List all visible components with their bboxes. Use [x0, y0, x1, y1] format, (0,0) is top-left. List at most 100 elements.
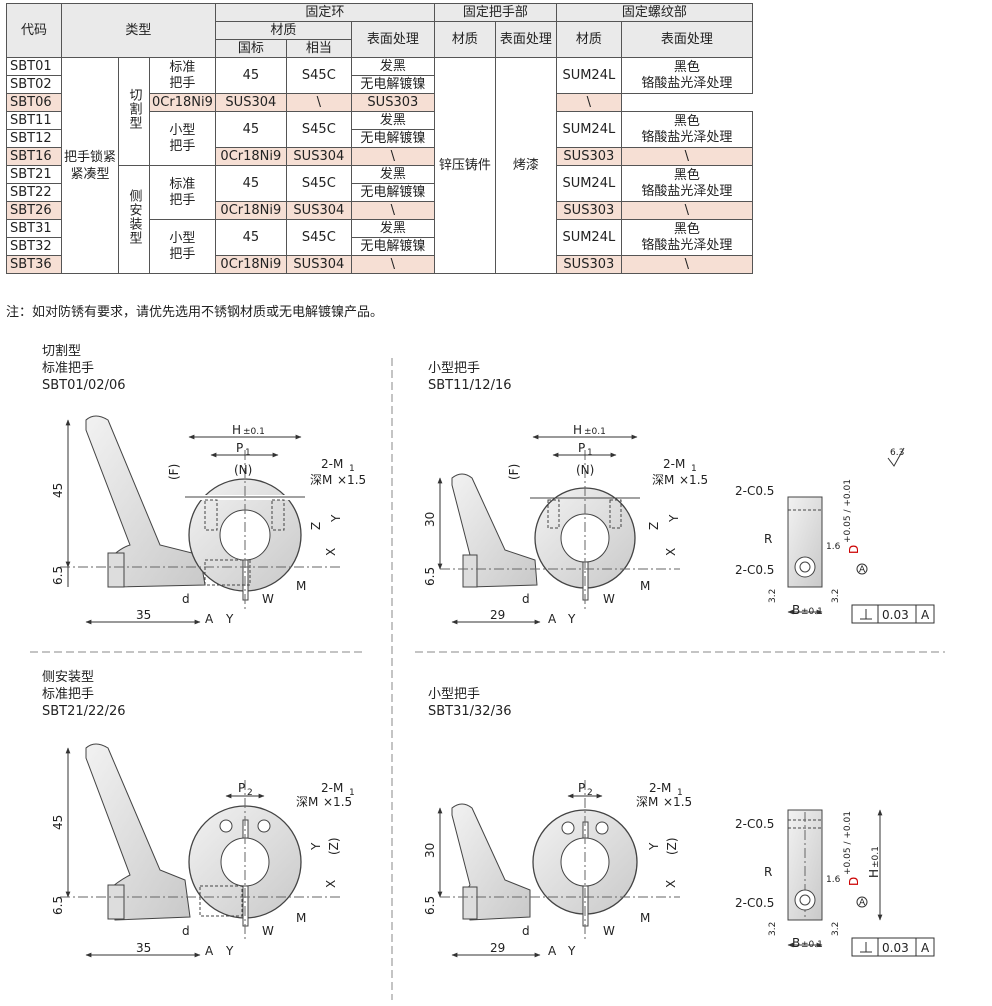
drawing-cut-standard: 45 6.5 35 H ±0.1 P 1 (N) (F) 2-M 1 深M ×1…	[51, 415, 366, 626]
dim-p1-sub: 1	[245, 448, 251, 458]
dim-45: 45	[51, 483, 65, 498]
surf-cell: \	[350, 147, 435, 166]
perpendicularity-datum: A	[921, 941, 930, 955]
dim-depth: 深M	[636, 795, 658, 809]
dim-n: (N)	[576, 463, 594, 477]
surf-cell: 无电解镀镍	[350, 75, 435, 94]
dim-6-5: 6.5	[51, 566, 65, 585]
dim-2m1: 2-M	[321, 457, 343, 471]
col-handle-material: 材质	[433, 21, 496, 58]
col-equiv: 相当	[285, 39, 352, 58]
thr-cell: SUM24L	[555, 57, 622, 94]
side-view-bottom: 2-C0.5 R 2-C0.5 D +0.05 / +0.01 H ±0.1 1…	[735, 809, 935, 957]
col-ring-material: 材质	[214, 21, 352, 40]
dim-y: Y	[567, 612, 576, 626]
dim-p2-sub: 2	[587, 788, 593, 798]
handle-surface: 烤漆	[494, 57, 557, 274]
dim-b: B	[792, 603, 800, 617]
dim-z: (Z)	[665, 837, 679, 855]
small-handle: 小型把手	[149, 219, 216, 274]
dim-p2: P	[578, 781, 585, 795]
dim-p1: P	[236, 441, 243, 455]
thr-cell: SUS303	[350, 93, 435, 112]
gb-cell: 45	[214, 219, 287, 256]
caption-panel-1: 切割型 标准把手 SBT01/02/06	[42, 343, 126, 394]
dim-y: Y	[225, 612, 234, 626]
caption-codes: SBT21/22/26	[42, 704, 126, 719]
dim-depth-tail: ×1.5	[323, 795, 352, 809]
dim-f: (F)	[167, 464, 181, 480]
chamfer-label: 2-C0.5	[735, 563, 774, 577]
handle-material: 锌压铸件	[433, 57, 496, 274]
dim-a: A	[548, 944, 557, 958]
dim-z: (Z)	[327, 837, 341, 855]
dim-p1: P	[578, 441, 585, 455]
dim-d: d	[522, 924, 530, 938]
dim-w: W	[262, 924, 274, 938]
perpendicularity-datum: A	[921, 608, 930, 622]
std-handle: 标准把手	[149, 165, 216, 220]
dim-30: 30	[423, 512, 437, 527]
dim-d: d	[182, 924, 190, 938]
code-cell: SBT26	[6, 201, 62, 220]
dim-a: A	[205, 944, 214, 958]
chamfer-label: 2-C0.5	[735, 484, 774, 498]
caption-codes: SBT11/12/16	[428, 378, 512, 393]
roughness-3-2: 3.2	[768, 922, 778, 936]
perpendicularity-value: 0.03	[882, 941, 909, 955]
dim-2m1-sub: 1	[349, 788, 355, 798]
dim-b: B	[792, 936, 800, 950]
code-cell: SBT31	[6, 219, 62, 238]
dim-6-5: 6.5	[423, 567, 437, 586]
roughness-3-2: 3.2	[768, 589, 778, 603]
eq-cell: SUS304	[285, 255, 352, 274]
dim-f: (F)	[507, 464, 521, 480]
gb-cell: 45	[214, 111, 287, 148]
caption-codes: SBT01/02/06	[42, 378, 126, 393]
drawing-side-standard: 45 6.5 35 P 2 2-M 1 深M ×1.5 Y (Z) X A Y …	[51, 743, 355, 958]
roughness-3-2: 3.2	[831, 589, 841, 603]
dim-h: H	[573, 423, 582, 437]
dim-y: Y	[225, 944, 234, 958]
dim-d-tol: +0.05 / +0.01	[843, 811, 853, 875]
dim-y1: Y	[329, 514, 343, 523]
radius-label: R	[764, 865, 772, 879]
dim-2m1-sub: 1	[677, 788, 683, 798]
eq-cell: S45C	[285, 111, 352, 148]
dim-z1: Z	[309, 522, 323, 530]
dim-depth: 深M	[296, 795, 318, 809]
spec-table: 代码 类型 固定环 固定把手部 固定螺纹部 材质 表面处理 材质 表面处理 材质…	[6, 3, 753, 274]
caption-panel-2: 小型把手 SBT11/12/16	[428, 360, 512, 394]
code-cell: SBT32	[6, 237, 62, 256]
dim-y1: Y	[667, 514, 681, 523]
code-cell: SBT11	[6, 111, 62, 130]
side-view-top: 6.3 2-C0.5 R 2-C0.5 D +0.05 / +0.01 1.6 …	[735, 447, 935, 624]
std-handle: 标准把手	[149, 57, 216, 94]
dim-30: 30	[423, 843, 437, 858]
caption-panel-3: 侧安装型 标准把手 SBT21/22/26	[42, 669, 126, 720]
col-handle: 固定把手部	[433, 3, 557, 22]
roughness-3-2: 3.2	[831, 922, 841, 936]
eq-cell: S45C	[285, 219, 352, 256]
dim-depth: 深M	[652, 473, 674, 487]
dim-y2: Y	[309, 842, 323, 851]
roughness-1-6: 1.6	[826, 875, 841, 885]
dim-a: A	[548, 612, 557, 626]
roughness-6-3: 6.3	[890, 448, 904, 458]
thr-cell: SUS303	[555, 147, 622, 166]
dim-h-tol: ±0.1	[243, 427, 265, 437]
radius-label: R	[764, 532, 772, 546]
dim-d-red: D	[847, 877, 861, 886]
surf-cell: 发黑	[350, 57, 435, 76]
caption-type: 侧安装型	[42, 670, 95, 685]
drawing-cut-small: 30 6.5 29 H ±0.1 P 1 (N) (F) 2-M 1 深M ×1…	[423, 423, 708, 626]
dim-a: A	[205, 612, 214, 626]
caption-codes: SBT31/32/36	[428, 704, 512, 719]
caption-handle: 标准把手	[42, 687, 95, 702]
dim-d: d	[182, 592, 190, 606]
dim-29: 29	[490, 941, 505, 955]
dim-m: M	[296, 579, 306, 593]
caption-handle: 小型把手	[428, 687, 481, 702]
roughness-1-6: 1.6	[826, 542, 841, 552]
